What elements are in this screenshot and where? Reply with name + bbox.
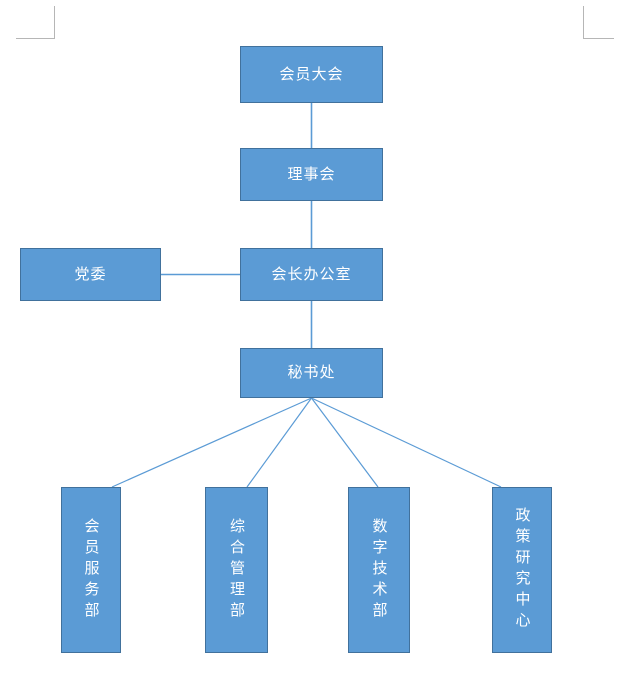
- org-node-council-label: 理事会: [287, 165, 336, 183]
- org-node-party-committee-label: 党委: [74, 265, 107, 283]
- org-node-assembly[interactable]: 会员大会: [240, 46, 383, 103]
- org-node-department-label: 综合管理部: [228, 517, 245, 623]
- org-node-party-committee[interactable]: 党委: [20, 248, 161, 301]
- connector-secretariat-dept-3: [311, 397, 502, 488]
- connector-secretariat-dept-0: [111, 397, 312, 488]
- org-node-assembly-label: 会员大会: [279, 65, 344, 83]
- org-node-department-label: 数字技术部: [370, 517, 388, 623]
- org-node-secretariat[interactable]: 秘书处: [240, 348, 383, 398]
- org-node-department[interactable]: 会员服务部: [61, 487, 121, 653]
- org-node-president-office[interactable]: 会长办公室: [240, 248, 383, 301]
- connector-secretariat-dept-1: [246, 397, 312, 488]
- org-node-department-label: 政策研究中心: [513, 507, 531, 633]
- org-node-department[interactable]: 综合管理部: [205, 487, 268, 653]
- org-node-council[interactable]: 理事会: [240, 148, 383, 201]
- org-node-department-label: 会员服务部: [82, 517, 100, 623]
- connector-secretariat-dept-2: [311, 397, 379, 488]
- org-node-department[interactable]: 数字技术部: [348, 487, 410, 653]
- org-node-president-office-label: 会长办公室: [271, 265, 352, 283]
- org-node-secretariat-label: 秘书处: [287, 364, 336, 382]
- org-node-department[interactable]: 政策研究中心: [492, 487, 552, 653]
